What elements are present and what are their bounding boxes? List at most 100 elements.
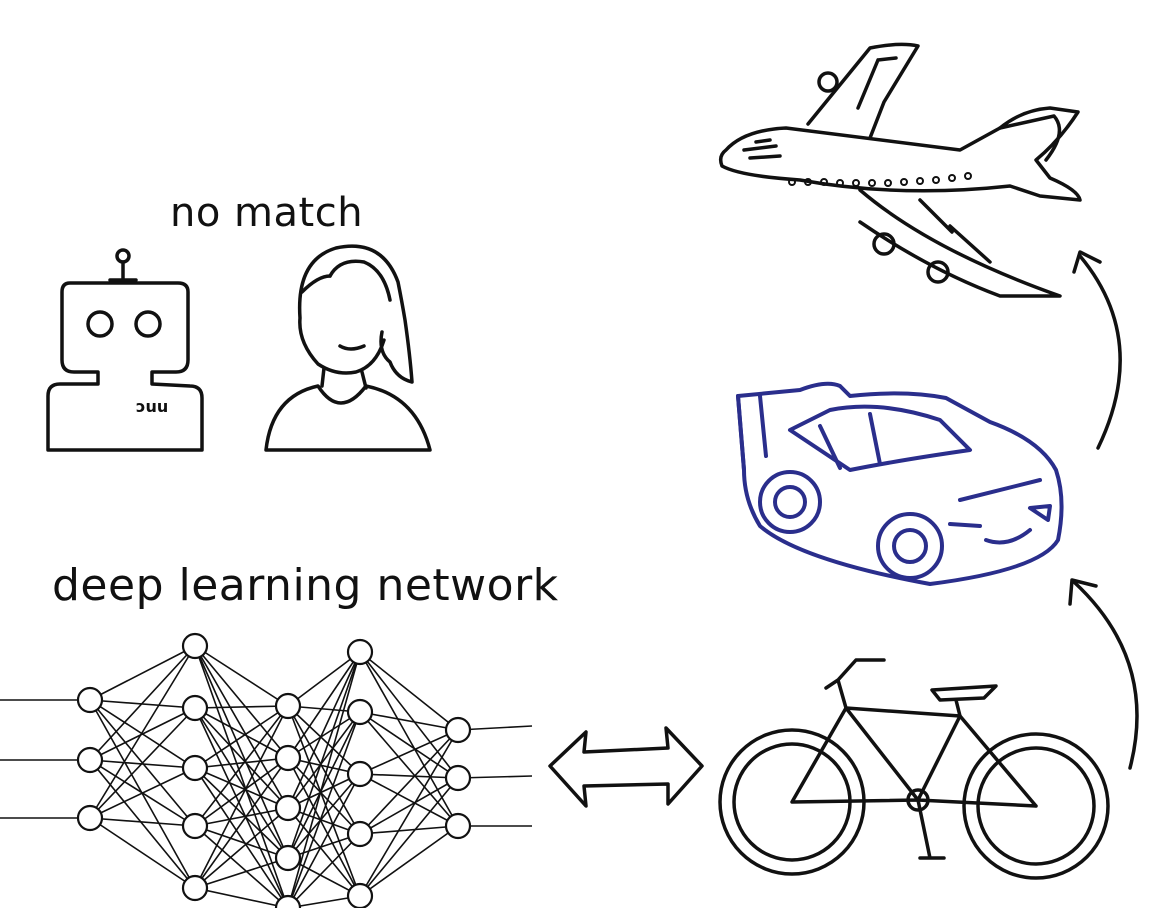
network-node xyxy=(444,812,472,840)
network-edge xyxy=(194,705,289,769)
network-edge xyxy=(359,711,459,779)
network-edge xyxy=(89,817,196,889)
network-edge xyxy=(359,711,459,827)
network-node xyxy=(181,632,209,660)
network-edge xyxy=(89,707,196,819)
network-edge xyxy=(194,645,289,707)
network-node xyxy=(274,692,302,720)
network-edge xyxy=(194,705,289,827)
network-node xyxy=(181,874,209,902)
network-edge xyxy=(194,767,289,809)
network-node xyxy=(76,686,104,714)
network-edge xyxy=(287,711,361,759)
network-node xyxy=(444,716,472,744)
network-node xyxy=(444,764,472,792)
network-edge xyxy=(194,825,289,859)
network-edge xyxy=(359,651,459,731)
network-edge xyxy=(194,887,289,908)
network-node xyxy=(181,754,209,782)
double-arrow-icon xyxy=(548,726,704,808)
network-node xyxy=(346,638,374,666)
network-edge xyxy=(194,807,289,827)
network-edge xyxy=(194,707,289,809)
woman-icon xyxy=(264,244,432,452)
network-edge xyxy=(287,773,361,859)
network-node xyxy=(346,698,374,726)
network-edge xyxy=(194,645,289,859)
network-edge xyxy=(359,773,459,779)
deep-learning-network-label: deep learning network xyxy=(52,560,559,611)
network-nodes xyxy=(76,632,472,908)
network-edge xyxy=(359,825,459,835)
network-edge xyxy=(194,757,289,769)
network-edge xyxy=(89,759,196,889)
network-edge xyxy=(287,711,361,809)
network-node xyxy=(274,894,302,908)
network-node xyxy=(274,844,302,872)
network-edge xyxy=(287,711,361,908)
network-edge xyxy=(194,707,289,908)
network-edge xyxy=(287,651,361,809)
network-node xyxy=(76,804,104,832)
network-edge xyxy=(89,645,196,819)
network-edge xyxy=(194,705,289,709)
network-edge xyxy=(359,777,459,897)
network-edge xyxy=(287,773,361,908)
bicycle-icon xyxy=(718,658,1110,880)
network-edge xyxy=(194,707,289,859)
network-edge xyxy=(359,711,459,731)
network-edge xyxy=(287,711,361,859)
network-node xyxy=(346,882,374,908)
network-edge xyxy=(287,705,361,835)
network-edge xyxy=(359,729,459,835)
network-edge xyxy=(89,645,196,761)
network-edge xyxy=(287,773,361,809)
network-edge xyxy=(194,825,289,908)
network-edge xyxy=(287,833,361,908)
network-edge xyxy=(287,651,361,908)
network-node xyxy=(181,812,209,840)
network-edge xyxy=(89,707,196,761)
no-match-label: no match xyxy=(170,190,364,236)
network-edge xyxy=(359,777,459,835)
network-edge xyxy=(89,699,196,889)
network-edge xyxy=(194,645,289,759)
network-edge xyxy=(194,707,289,759)
network-node xyxy=(76,746,104,774)
network-edge xyxy=(194,767,289,859)
curved-arrow-icon xyxy=(1068,250,1139,770)
network-edge xyxy=(89,645,196,701)
network-edge xyxy=(359,729,459,775)
network-edge xyxy=(287,705,361,897)
network-node xyxy=(346,820,374,848)
airplane-icon xyxy=(718,42,1082,298)
network-edge xyxy=(359,773,459,827)
robot-icon: ɔuu xyxy=(46,248,204,452)
network-node xyxy=(181,694,209,722)
network-edge xyxy=(359,825,459,897)
network-edge xyxy=(194,767,289,908)
network-node xyxy=(274,794,302,822)
network-edge xyxy=(359,729,459,897)
network-edge xyxy=(287,651,361,759)
network-edge xyxy=(194,807,289,889)
network-edge xyxy=(287,651,361,859)
network-edges xyxy=(89,645,459,908)
network-edge xyxy=(194,705,289,889)
network-edge xyxy=(194,645,289,908)
network-edge xyxy=(89,767,196,819)
network-edge xyxy=(194,757,289,827)
network-edge xyxy=(287,757,361,835)
network-edge xyxy=(287,651,361,707)
network-edge xyxy=(194,857,289,889)
neural-network xyxy=(0,632,533,908)
network-edge xyxy=(287,705,361,775)
network-edge xyxy=(194,757,289,889)
network-node xyxy=(346,760,374,788)
robot-chest-text: ɔuu xyxy=(136,397,168,416)
network-edge xyxy=(89,817,196,827)
race-car-icon xyxy=(736,381,1064,586)
network-node xyxy=(274,744,302,772)
